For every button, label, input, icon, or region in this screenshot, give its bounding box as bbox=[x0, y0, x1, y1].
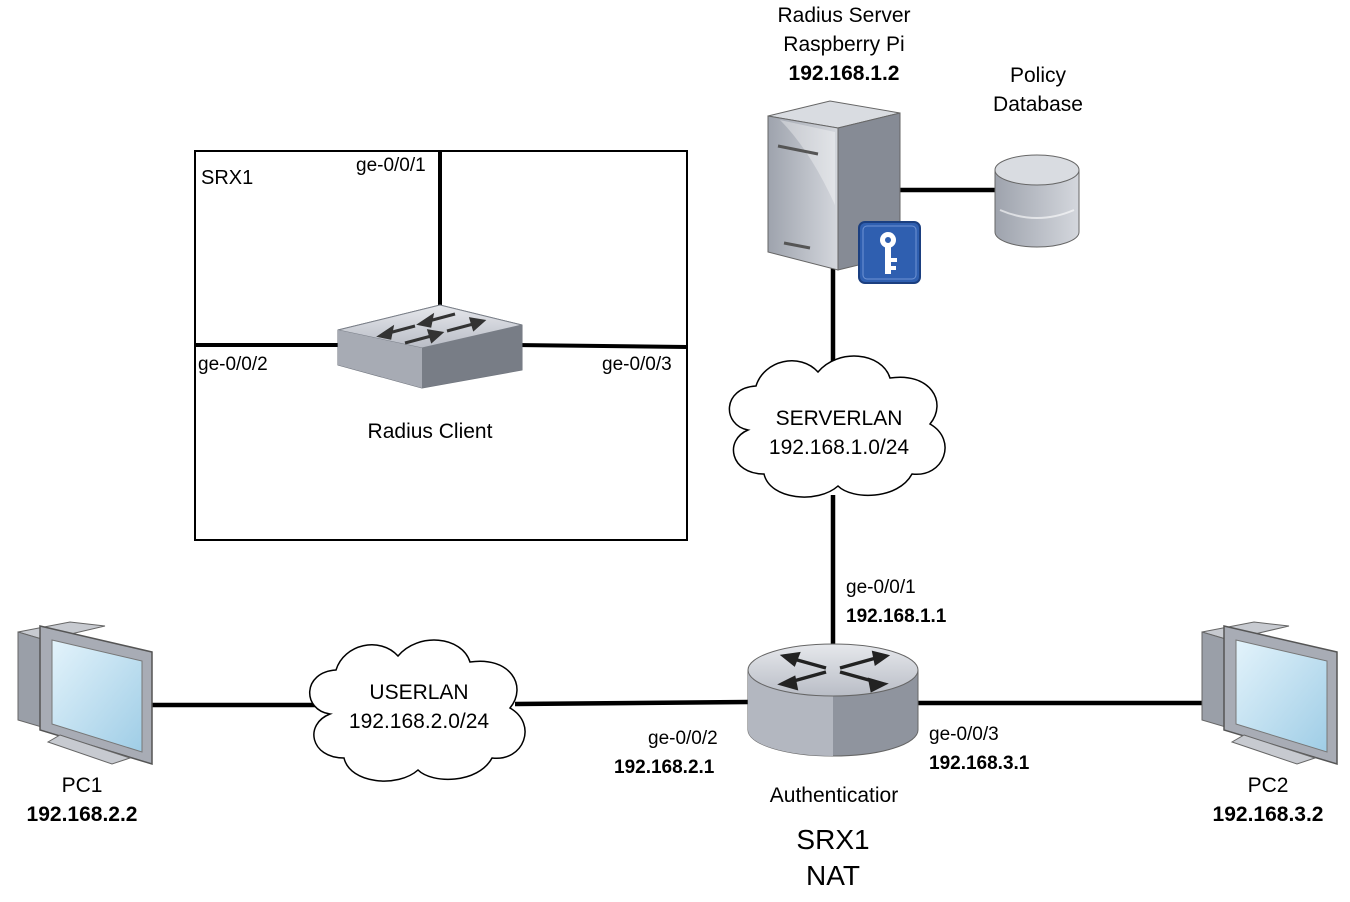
inset-port-right: ge-0/0/3 bbox=[602, 354, 672, 375]
database-icon bbox=[994, 154, 1080, 248]
router-role-label: Authenticatior bbox=[769, 784, 899, 807]
pc1-monitor-icon bbox=[17, 621, 153, 766]
pc2-ip: 192.168.3.2 bbox=[1212, 803, 1324, 826]
radius-client-label: Radius Client bbox=[367, 420, 493, 443]
inset-title: SRX1 bbox=[201, 167, 254, 189]
userlan-subnet: 192.168.2.0/24 bbox=[348, 710, 490, 733]
serverlan-name: SERVERLAN bbox=[775, 407, 903, 430]
policy-db-line1: Policy bbox=[1009, 64, 1067, 87]
switch-icon bbox=[337, 304, 523, 389]
radius-server-title: Radius Server bbox=[777, 4, 911, 27]
key-icon bbox=[858, 221, 921, 284]
serverlan-subnet: 192.168.1.0/24 bbox=[768, 436, 910, 459]
radius-server-subtitle: Raspberry Pi bbox=[783, 33, 905, 56]
pc1-ip: 192.168.2.2 bbox=[26, 803, 138, 826]
radius-server-ip: 192.168.1.2 bbox=[788, 62, 900, 85]
router-port1-label: ge-0/0/1 bbox=[846, 577, 916, 598]
router-port3-label: ge-0/0/3 bbox=[929, 724, 999, 745]
userlan-name: USERLAN bbox=[369, 681, 469, 704]
connection-lines bbox=[152, 187, 1205, 708]
pc1-name: PC1 bbox=[61, 774, 103, 797]
inset-box bbox=[194, 150, 688, 541]
policy-db-line2: Database bbox=[993, 93, 1083, 116]
router-nat-label: NAT bbox=[806, 860, 860, 891]
serverlan-cloud bbox=[728, 355, 946, 498]
router-port1-ip: 192.168.1.1 bbox=[846, 606, 947, 627]
pc2-name: PC2 bbox=[1247, 774, 1289, 797]
router-port3-ip: 192.168.3.1 bbox=[929, 753, 1030, 774]
pc2-monitor-icon bbox=[1201, 621, 1338, 766]
userlan-cloud bbox=[308, 639, 526, 782]
router-port2-label: ge-0/0/2 bbox=[648, 728, 718, 749]
router-icon bbox=[747, 643, 919, 757]
inset-port-left: ge-0/0/2 bbox=[198, 354, 268, 375]
router-port2-ip: 192.168.2.1 bbox=[614, 757, 715, 778]
inset-port-top: ge-0/0/1 bbox=[356, 155, 426, 176]
link-userlan-to-router bbox=[514, 699, 749, 707]
router-name: SRX1 bbox=[796, 824, 870, 855]
